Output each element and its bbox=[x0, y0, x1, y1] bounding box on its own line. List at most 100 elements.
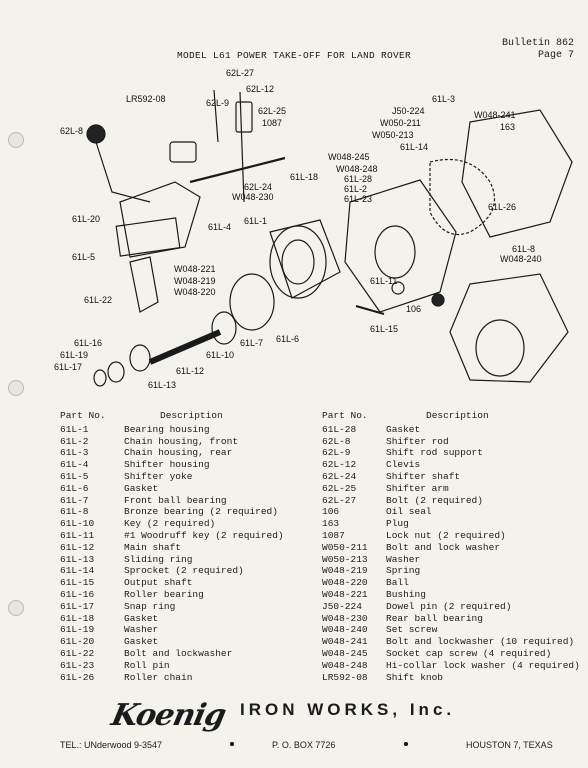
part-number-cell: 163 bbox=[322, 518, 340, 530]
callout-label: 61L-23 bbox=[344, 194, 372, 204]
description-cell: Bearing housing bbox=[124, 423, 210, 435]
callout-label: 163 bbox=[500, 122, 515, 132]
table-header: Part No. Description bbox=[60, 410, 315, 422]
description-cell: Gasket bbox=[386, 423, 421, 435]
callout-label: 61L-10 bbox=[206, 350, 234, 360]
logo-script-text: Koenig bbox=[108, 698, 229, 733]
part-number-cell: W050-213 bbox=[322, 553, 368, 565]
description-cell: Chain housing, front bbox=[124, 435, 239, 447]
part-number-cell: W048-241 bbox=[322, 636, 368, 648]
callout-label: W048-219 bbox=[174, 276, 216, 286]
callout-label: 61L-26 bbox=[488, 202, 516, 212]
description-cell: Roller bearing bbox=[124, 588, 204, 600]
description-cell: Gasket bbox=[124, 482, 159, 494]
shifter-yoke-part bbox=[129, 256, 159, 313]
part-number-cell: 61L-19 bbox=[60, 624, 95, 636]
part-number-cell: 61L-2 bbox=[60, 435, 89, 447]
description-cell: Oil seal bbox=[386, 506, 432, 518]
description-cell: Socket cap screw (4 required) bbox=[386, 647, 552, 659]
part-number-cell: 106 bbox=[322, 506, 340, 518]
callout-label: 62L-25 bbox=[258, 106, 286, 116]
shifter-housing-part bbox=[119, 181, 201, 258]
gasket-part bbox=[229, 273, 275, 331]
part-number-cell: 61L-3 bbox=[60, 447, 89, 459]
description-cell: Gasket bbox=[124, 636, 159, 648]
part-number-cell: 61L-7 bbox=[60, 494, 89, 506]
callout-label: 61L-15 bbox=[370, 324, 398, 334]
part-number-cell: 62L-12 bbox=[322, 459, 357, 471]
table-row: 61L-1 Bearing housing bbox=[60, 424, 315, 436]
part-number-cell: 61L-6 bbox=[60, 482, 89, 494]
shifter-rod-part bbox=[95, 141, 151, 203]
description-cell: Bushing bbox=[386, 588, 426, 600]
callout-label: 61L-12 bbox=[176, 366, 204, 376]
description-cell: Bronze bearing (2 required) bbox=[124, 506, 278, 518]
table-row: 106 Oil seal bbox=[322, 506, 588, 518]
ball-bearing-part bbox=[211, 311, 237, 345]
roller-chain-part bbox=[429, 158, 496, 236]
description-cell: Shifter yoke bbox=[124, 470, 193, 482]
description-cell: Shift rod support bbox=[386, 447, 483, 459]
description-cell: Bolt and lockwasher bbox=[124, 647, 233, 659]
binder-hole bbox=[8, 132, 24, 148]
table-row: W050-213 Washer bbox=[322, 554, 588, 566]
callout-label: W048-221 bbox=[174, 264, 216, 274]
front-chain-housing-part bbox=[344, 179, 457, 313]
callout-label: 62L-12 bbox=[246, 84, 274, 94]
table-row: 61L-19 Washer bbox=[60, 624, 315, 636]
column-header-part-no: Part No. bbox=[322, 410, 368, 421]
callout-label: W048-220 bbox=[174, 287, 216, 297]
table-row: 61L-2 Chain housing, front bbox=[60, 436, 315, 448]
part-number-cell: 61L-28 bbox=[322, 423, 357, 435]
description-cell: Main shaft bbox=[124, 541, 182, 553]
part-number-cell: W048-240 bbox=[322, 624, 368, 636]
callout-label: W048-248 bbox=[336, 164, 378, 174]
description-cell: Shifter shaft bbox=[386, 470, 461, 482]
part-number-cell: 61L-14 bbox=[60, 565, 95, 577]
description-cell: Shifter rod bbox=[386, 435, 449, 447]
callout-label: 62L-24 bbox=[244, 182, 272, 192]
callout-label: W048-241 bbox=[474, 110, 516, 120]
description-cell: Dowel pin (2 required) bbox=[386, 600, 512, 612]
callout-label: 61L-4 bbox=[208, 222, 231, 232]
callout-label: 106 bbox=[406, 304, 421, 314]
callout-label: 61L-3 bbox=[432, 94, 455, 104]
part-number-cell: 61L-1 bbox=[60, 423, 89, 435]
description-cell: Shifter housing bbox=[124, 459, 210, 471]
description-cell: Clevis bbox=[386, 459, 421, 471]
part-number-cell: W048-248 bbox=[322, 659, 368, 671]
callout-label: 61L-2 bbox=[344, 184, 367, 194]
company-logo: Koenig IRON WORKS, Inc. bbox=[0, 698, 588, 733]
exploded-parts-diagram: 62L-27 62L-12 LR592-08 62L-9 62L-25 1087… bbox=[54, 68, 573, 390]
part-number-cell: 61L-16 bbox=[60, 588, 95, 600]
description-cell: Washer bbox=[386, 553, 421, 565]
callout-label: J50-224 bbox=[392, 106, 425, 116]
part-number-cell: 61L-18 bbox=[60, 612, 95, 624]
description-cell: Washer bbox=[124, 624, 159, 636]
part-number-cell: 61L-8 bbox=[60, 506, 89, 518]
part-number-cell: LR592-08 bbox=[322, 671, 368, 683]
callout-label: 61L-7 bbox=[240, 338, 263, 348]
part-number-cell: W048-219 bbox=[322, 565, 368, 577]
table-row: 61L-16 Roller bearing bbox=[60, 589, 315, 601]
callout-label: 61L-17 bbox=[54, 362, 82, 372]
callout-label: 1087 bbox=[262, 118, 282, 128]
callout-label: 61L-8 bbox=[512, 244, 535, 254]
callout-label: W050-213 bbox=[372, 130, 414, 140]
column-header-description: Description bbox=[426, 410, 489, 421]
